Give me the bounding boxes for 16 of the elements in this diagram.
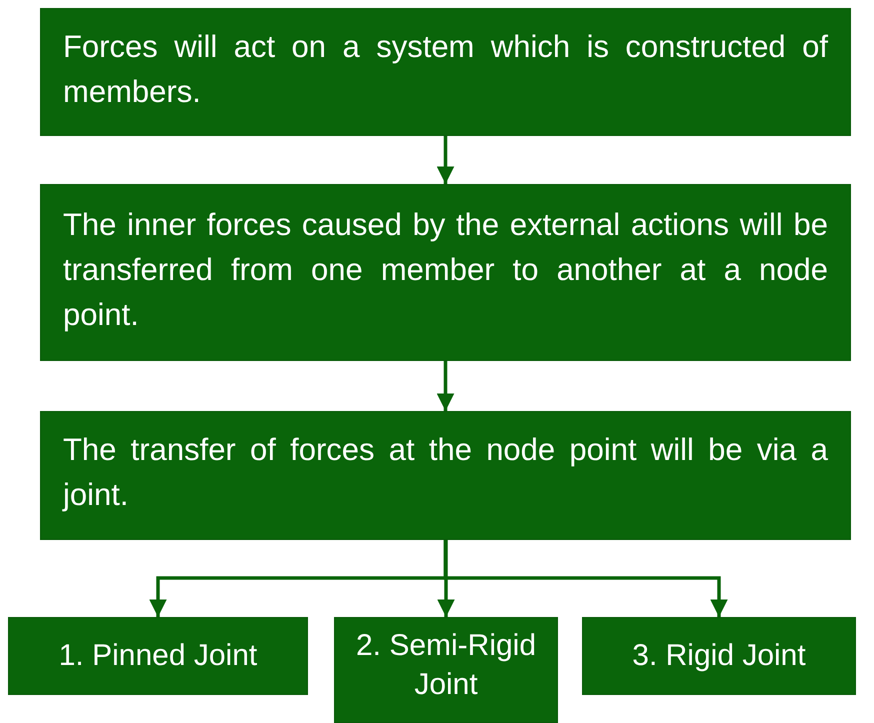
arrow	[436, 136, 454, 184]
box-text: 1. Pinned Joint	[58, 638, 258, 674]
arrow	[437, 540, 455, 617]
process-box	[40, 184, 851, 361]
process-box	[8, 617, 308, 695]
process-box	[40, 8, 851, 136]
arrow	[436, 361, 454, 411]
box-text: 3. Rigid Joint	[631, 638, 807, 674]
process-box	[582, 617, 856, 695]
arrow	[444, 540, 728, 617]
box-text: The transfer of forces at the node point will be via a joint.	[63, 431, 828, 514]
box-text: 2. Semi-Rigid Joint	[354, 628, 538, 703]
process-box	[40, 411, 851, 540]
process-box	[334, 617, 558, 723]
box-text: Forces will act on a system which is constructed of members.	[63, 28, 828, 111]
box-text: The inner forces caused by the external actions will be transferred from one member to another at a node point.	[63, 206, 828, 334]
